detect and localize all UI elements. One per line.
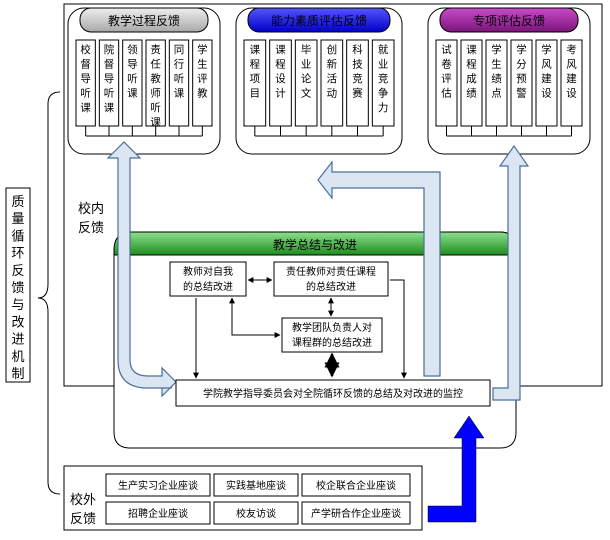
group-item-label: 创新活动 [327,43,338,100]
group-item-label: 学风建设 [541,43,552,100]
external-feedback-label-line2: 反馈 [70,512,96,527]
group-item-label: 毕业论文 [301,43,312,100]
team-improvement-line2: 课程群的总结改进 [292,336,372,349]
group-item-label: 责任教师听课 [150,43,161,129]
group-item-label: 学生绩点 [491,43,502,100]
external-to-monitor-arrow [427,415,485,523]
arrow-monitor-to-process [106,141,177,398]
monitor-text: 学院教学指导委员会对全院循环反馈的总结及对改进的监控 [203,387,463,400]
side-label-char: 循 [11,229,24,244]
group-item-label: 试卷评估 [441,44,452,100]
side-label-char: 量 [11,212,24,227]
monitor-box [175,379,491,407]
external-item-label: 招聘企业座谈 [128,507,188,520]
external-feedback-label-line1: 校外 [70,492,96,508]
arrow-monitor-to-ability [317,160,441,377]
side-label-char: 质 [11,195,24,210]
course-improvement-box [273,261,389,297]
left-brace [37,91,61,495]
arrow-course-monitor [390,279,407,379]
group-title-bar [79,7,209,33]
group-title: 能力素质评估反馈 [271,14,367,28]
group-title: 教学过程反馈 [108,13,180,28]
side-label-char: 环 [11,247,24,262]
external-item-label: 校企联合企业座谈 [316,479,396,492]
course-improvement-line2: 的总结改进 [306,280,356,293]
group-title-bar [439,7,579,33]
group-item-label: 考风建设 [566,44,577,100]
internal-feedback-label-line1: 校内 [78,201,104,217]
group-item-label: 课程设计 [275,44,286,100]
group-item-label: 校督导听课 [80,43,91,114]
group-item-label: 同行听课 [174,44,185,100]
external-item-box [301,501,411,525]
external-item-box [301,473,411,497]
self-improvement-line2: 的总结改进 [183,280,233,293]
group-item-label: 就业竞争力 [378,43,389,114]
summary-title: 教学总结与改进 [273,237,357,252]
external-item-label: 生产实习企业座谈 [118,479,198,492]
team-improvement-box [281,317,383,353]
group-item-label: 课程项目 [250,44,261,100]
side-label-char: 制 [11,367,24,382]
course-improvement-line1: 责任教师对责任课程 [286,265,376,278]
team-improvement-line1: 教学团队负责人对 [292,321,372,334]
external-item-box [105,473,211,497]
external-item-box [105,501,211,525]
side-label-char: 机 [11,350,24,365]
self-improvement-box [169,261,247,297]
external-item-label: 校友访谈 [236,507,276,520]
group-item-label: 院督导听课 [104,43,115,114]
side-label-char: 馈 [11,281,24,296]
external-item-box [213,473,299,497]
group-item-label: 领导听课 [127,43,138,100]
group-item-label: 学分预警 [516,43,527,100]
arrow-monitor-to-special [492,144,530,401]
internal-feedback-label-line2: 反馈 [78,221,104,236]
side-label-char: 进 [11,333,24,348]
arrow-self-team [229,297,281,338]
group-item-label: 学生评教 [197,43,208,100]
external-item-label: 产学研合作企业座谈 [311,507,401,520]
external-item-label: 实践基地座谈 [226,479,286,492]
side-label-box [5,187,31,383]
feedback-flow-arrows [106,141,530,401]
group-item-label: 科技竞赛 [352,43,363,100]
side-label-char: 与 [11,298,24,313]
self-improvement-line1: 教师对自我 [183,265,233,278]
group-title: 专项评估反馈 [473,13,545,28]
group-item-label: 课程成绩 [466,44,477,100]
group-title-bar [247,7,391,33]
external-item-box [213,501,299,525]
side-label-char: 反 [11,264,24,279]
side-label-char: 改 [11,315,24,330]
